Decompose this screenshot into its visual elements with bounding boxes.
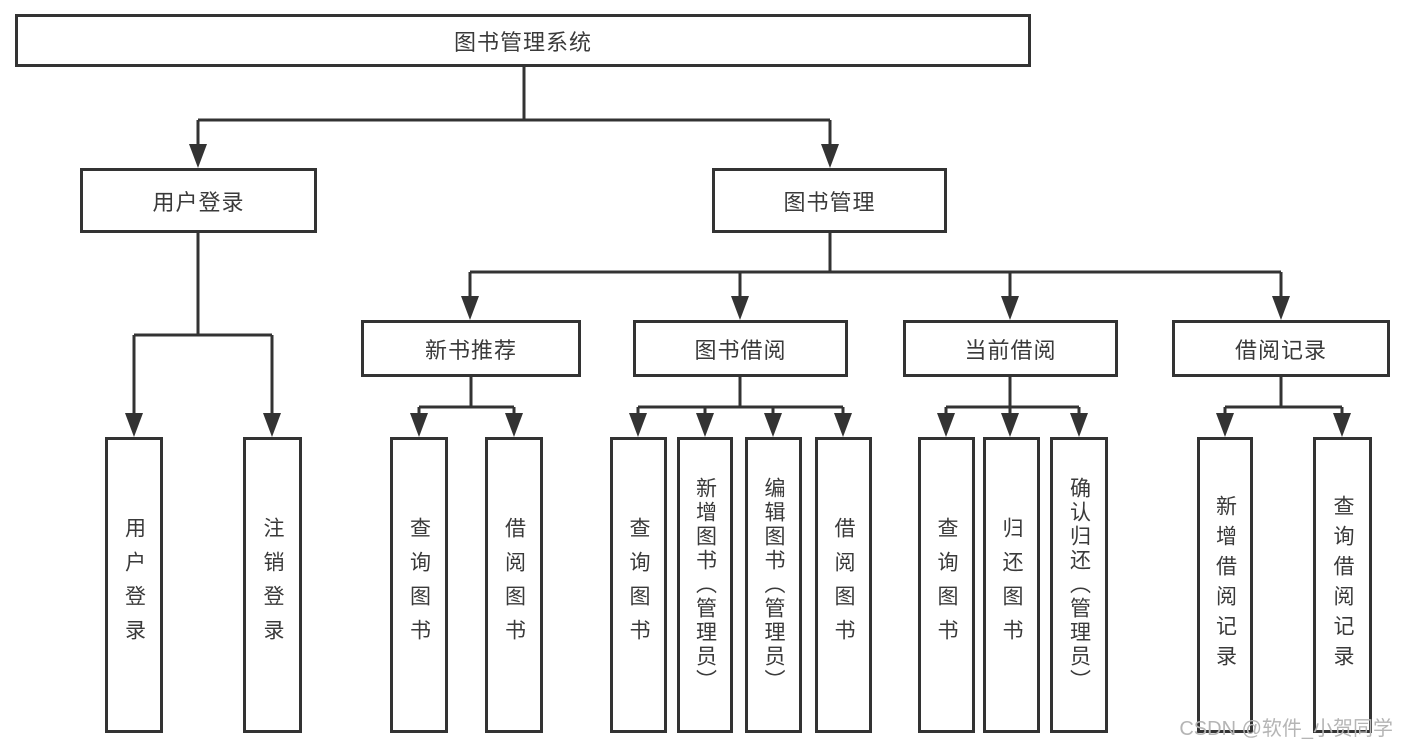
node-label: 确认归还（管理员）: [1067, 477, 1091, 693]
arrowhead-icon: [696, 413, 714, 437]
leaf-borrow-books: 借阅图书: [815, 437, 872, 733]
node-label: 查询图书: [627, 517, 650, 653]
connector-book-management-branch: [468, 233, 1283, 298]
node-label: 新书推荐: [424, 337, 517, 363]
node-new-book-recommend: 新书推荐: [361, 320, 581, 377]
node-label: 图书借阅: [694, 337, 787, 363]
node-label: 用户登录: [122, 517, 146, 653]
arrowhead-icon: [189, 144, 207, 168]
arrowhead-icon: [629, 413, 647, 437]
node-label: 借阅记录: [1234, 337, 1327, 363]
arrowhead-icon: [821, 144, 839, 168]
leaf-add-borrow-record: 新增借阅记录: [1197, 437, 1253, 733]
connector-borrowing-records-branch: [1223, 377, 1344, 415]
node-label: 用户登录: [152, 189, 245, 215]
leaf-borrow-books-recommend: 借阅图书: [485, 437, 543, 733]
node-label: 编辑图书（管理员）: [762, 477, 785, 693]
node-label: 图书管理: [783, 189, 876, 215]
leaf-edit-book-admin: 编辑图书（管理员）: [745, 437, 802, 733]
leaf-query-books-borrowing: 查询图书: [610, 437, 667, 733]
arrowhead-icon: [263, 413, 281, 437]
node-label: 新增图书（管理员）: [693, 477, 717, 693]
node-user-login: 用户登录: [80, 168, 317, 233]
node-current-borrowing: 当前借阅: [903, 320, 1118, 377]
arrowhead-icon: [1001, 296, 1019, 320]
arrowhead-icon: [505, 413, 523, 437]
node-label: 新增借阅记录: [1213, 495, 1237, 675]
node-label: 当前借阅: [964, 337, 1057, 363]
node-label: 查询借阅记录: [1331, 495, 1354, 675]
watermark: CSDN @软件_小贺同学: [1179, 718, 1393, 740]
arrowhead-icon: [731, 296, 749, 320]
arrowhead-icon: [410, 413, 428, 437]
connector-book-borrowing-branch: [636, 377, 845, 415]
node-root: 图书管理系统: [15, 14, 1031, 67]
arrowhead-icon: [834, 413, 852, 437]
node-label: 注销登录: [261, 517, 284, 653]
arrowhead-icon: [1216, 413, 1234, 437]
node-label: 归还图书: [1000, 517, 1023, 653]
arrowhead-icon: [937, 413, 955, 437]
node-label: 借阅图书: [502, 517, 526, 653]
arrowhead-icon: [1070, 413, 1088, 437]
node-label: 查询图书: [935, 517, 958, 653]
connector-user-login-branch: [132, 233, 274, 415]
leaf-query-borrow-record: 查询借阅记录: [1313, 437, 1372, 733]
leaf-user-login: 用户登录: [105, 437, 163, 733]
arrowhead-icon: [125, 413, 143, 437]
connector-current-borrowing-branch: [944, 377, 1081, 415]
connector-new-book-branch: [417, 377, 516, 415]
node-label: 查询图书: [407, 517, 431, 653]
node-book-borrowing: 图书借阅: [633, 320, 848, 377]
arrowhead-icon: [1001, 413, 1019, 437]
node-label: 借阅图书: [832, 517, 855, 653]
leaf-confirm-return-admin: 确认归还（管理员）: [1050, 437, 1108, 733]
arrowhead-icon: [1333, 413, 1351, 437]
arrowhead-icon: [461, 296, 479, 320]
node-borrowing-records: 借阅记录: [1172, 320, 1390, 377]
leaf-return-books: 归还图书: [983, 437, 1040, 733]
leaf-add-book-admin: 新增图书（管理员）: [677, 437, 733, 733]
connector-root-to-level2: [196, 67, 832, 146]
arrowhead-icon: [764, 413, 782, 437]
node-book-management: 图书管理: [712, 168, 947, 233]
arrowhead-icon: [1272, 296, 1290, 320]
leaf-query-books-recommend: 查询图书: [390, 437, 448, 733]
arrowheads: [125, 144, 1351, 437]
leaf-logout-login: 注销登录: [243, 437, 302, 733]
node-label: 图书管理系统: [453, 29, 592, 55]
leaf-query-books-current: 查询图书: [918, 437, 975, 733]
